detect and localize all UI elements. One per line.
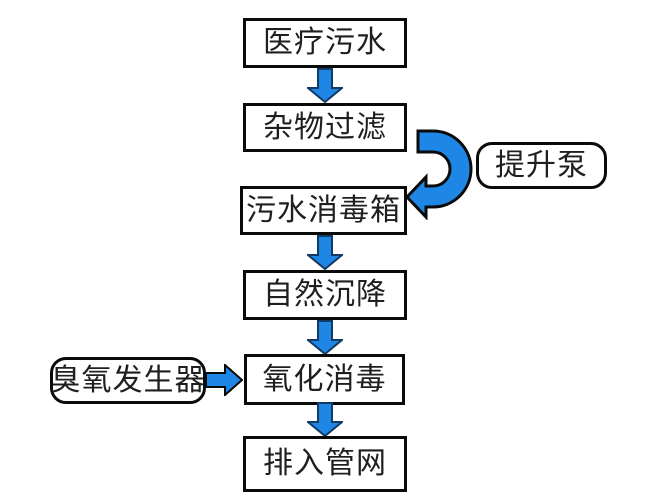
node-oxidation-disinfection: 氧化消毒 <box>244 354 405 405</box>
node-medical-wastewater: 医疗污水 <box>243 18 407 68</box>
arrow-right-icon <box>205 364 243 396</box>
arrow-down-icon <box>307 402 343 437</box>
node-discharge-to-pipe-network: 排入管网 <box>243 436 407 492</box>
arrow-down-icon <box>307 320 343 355</box>
arrow-down-icon <box>307 235 343 270</box>
node-lift-pump: 提升泵 <box>476 142 607 189</box>
node-sewage-disinfection-tank: 污水消毒箱 <box>240 186 407 235</box>
u-turn-arrow-icon <box>404 129 473 220</box>
node-natural-sedimentation: 自然沉降 <box>243 270 407 320</box>
node-ozone-generator: 臭氧发生器 <box>50 357 206 404</box>
node-debris-filtration: 杂物过滤 <box>243 103 407 152</box>
arrow-down-icon <box>307 68 343 103</box>
